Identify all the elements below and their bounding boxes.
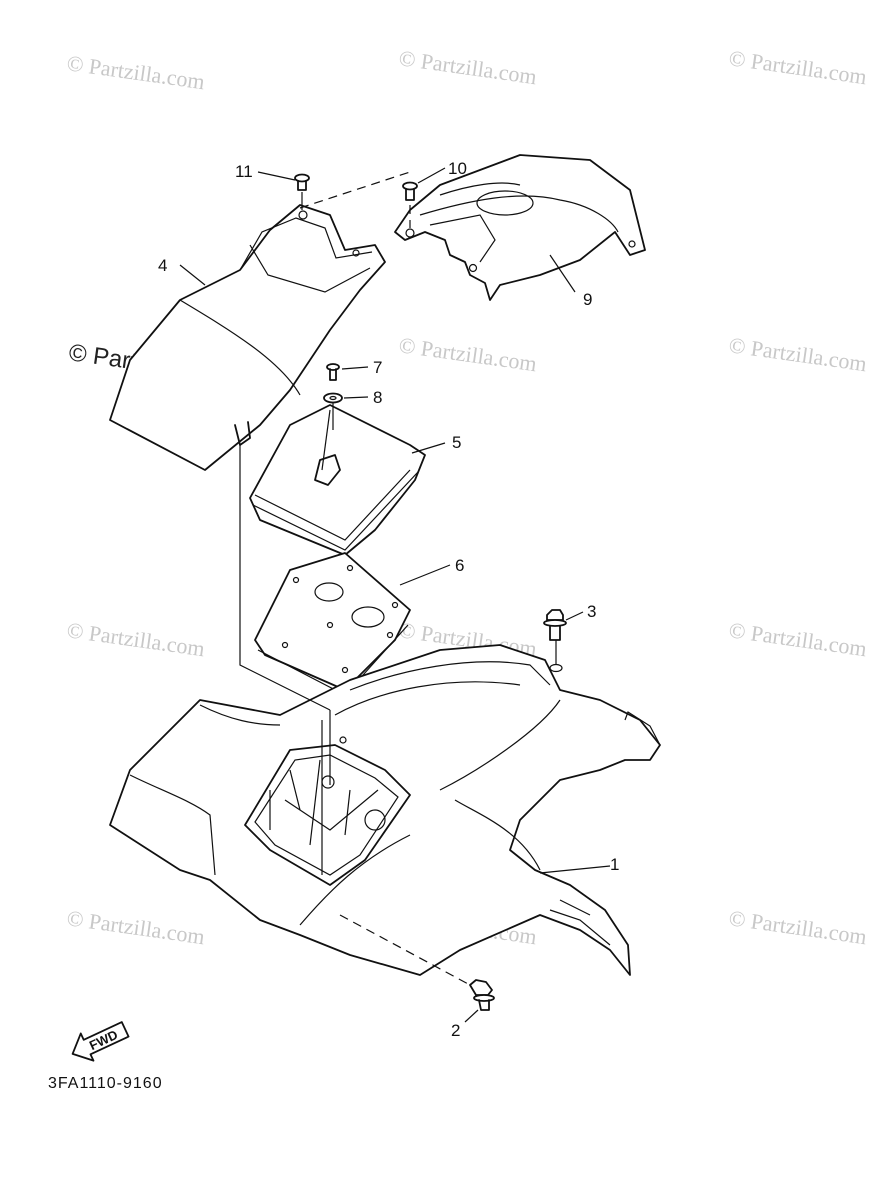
callout-labels: 1 2 3 4 5 6 7 8 9 10 11 <box>158 159 619 1040</box>
callout-6: 6 <box>455 556 464 575</box>
watermark: © Partzilla.com <box>65 905 206 949</box>
callout-leaders <box>179 167 611 1023</box>
callout-9: 9 <box>583 290 592 309</box>
part-9-stay <box>394 154 646 301</box>
callout-8: 8 <box>373 388 382 407</box>
callout-1: 1 <box>610 855 619 874</box>
callout-5: 5 <box>452 433 461 452</box>
watermark: © Partzilla.com <box>397 332 538 376</box>
watermark: © Partzilla.com <box>397 45 538 89</box>
part-10-screw <box>402 181 418 201</box>
watermark: © Partzilla.com <box>65 50 206 94</box>
callout-2: 2 <box>451 1021 460 1040</box>
part-4-flap <box>109 204 386 471</box>
callout-7: 7 <box>373 358 382 377</box>
callout-3: 3 <box>587 602 596 621</box>
watermark: © Partzilla.com <box>65 617 206 661</box>
part-5-cover <box>249 404 426 556</box>
watermark: © Partzilla.com <box>727 905 868 949</box>
diagram-code: 3FA1110-9160 <box>48 1075 163 1092</box>
part-8-washer <box>323 392 343 404</box>
part-6-plate <box>254 552 411 696</box>
callout-10: 10 <box>448 159 467 178</box>
assembly-lines <box>239 171 557 986</box>
fwd-arrow-icon: FWD <box>71 1021 130 1062</box>
watermark: © Partzilla.com <box>727 332 868 376</box>
callout-11: 11 <box>235 162 253 181</box>
callout-4: 4 <box>158 256 167 275</box>
part-7-screw <box>326 363 340 381</box>
part-3-bolt <box>543 609 567 673</box>
part-1-rear-fender <box>109 644 661 976</box>
watermark: © Partzilla.com <box>727 45 868 89</box>
part-11-screw <box>294 173 310 191</box>
part-2-bolt <box>469 979 495 1011</box>
watermark: © Partzilla.com <box>727 617 868 661</box>
